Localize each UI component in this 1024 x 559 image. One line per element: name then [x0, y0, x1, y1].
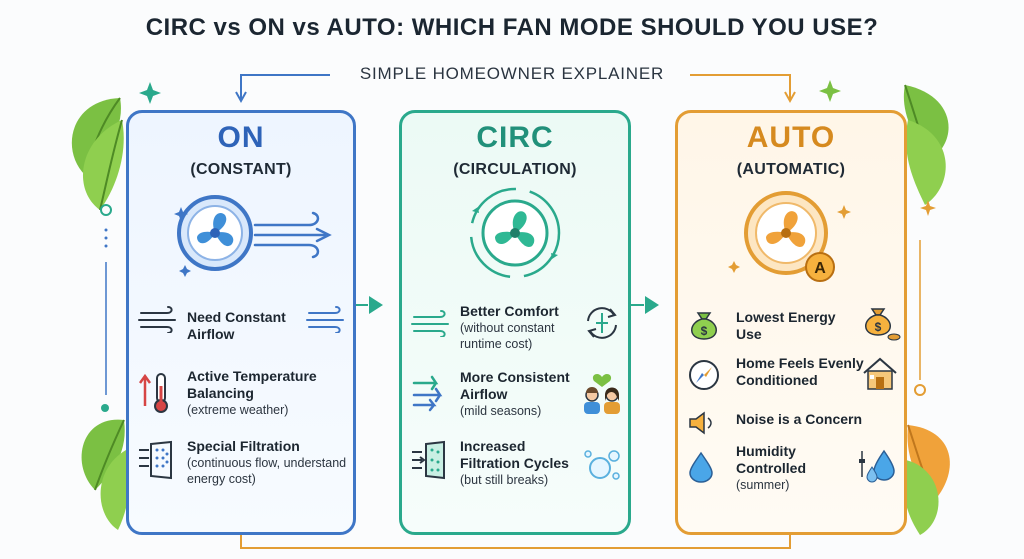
item-title: More Consistent Airflow — [460, 369, 570, 402]
compass-icon — [689, 360, 719, 390]
sparkle-icon — [819, 80, 841, 102]
mode-subtitle: (AUTOMATIC) — [736, 161, 846, 178]
wind-icon — [411, 310, 449, 337]
item-detail: (without constant runtime cost) — [460, 321, 555, 351]
sparkle-icon — [139, 82, 161, 104]
droplet-icon — [689, 451, 713, 483]
mode-title: CIRC — [476, 121, 554, 154]
item-title: Active Temperature Balancing — [187, 368, 317, 401]
svg-text:A: A — [814, 260, 826, 277]
item-title: Home Feels Evenly Conditioned — [736, 355, 864, 388]
mode-subtitle: (CONSTANT) — [190, 161, 292, 178]
dot-icon — [100, 204, 112, 216]
item-detail: (but still breaks) — [460, 473, 549, 487]
leaf-icon — [100, 450, 130, 530]
svg-text:$: $ — [875, 320, 882, 334]
card-on: ON (CONSTANT) Need Constant Airflow — [126, 110, 356, 535]
dot-icon — [104, 236, 108, 240]
droplets-icon — [859, 449, 895, 483]
card-circ: CIRC (CIRCULATION) Better Comfort (witho… — [399, 110, 631, 535]
leaf-icon — [82, 119, 124, 211]
card-auto: AUTO (AUTOMATIC) A $ Lowest Energy Use $ — [675, 110, 907, 535]
house-icon — [863, 357, 897, 390]
next-arrow-icon — [369, 296, 383, 314]
svg-text:$: $ — [701, 324, 708, 338]
sparkle-icon — [920, 200, 936, 216]
page-subtitle: SIMPLE HOMEOWNER EXPLAINER — [359, 64, 665, 83]
page-title: CIRC vs ON vs AUTO: WHICH FAN MODE SHOUL… — [145, 14, 879, 41]
money-bag-icon: $ — [691, 312, 717, 340]
dot-icon — [104, 228, 108, 232]
leaf-icon — [81, 419, 125, 491]
leaf-icon — [905, 120, 946, 205]
item-detail: (summer) — [736, 478, 790, 492]
connector-arrow — [240, 74, 330, 100]
leaf-icon — [903, 460, 939, 535]
dot-icon — [104, 244, 108, 248]
mode-title: ON — [217, 121, 265, 154]
mode-title: AUTO — [746, 121, 836, 154]
money-bag-icon: $ — [865, 308, 901, 341]
mode-subtitle: (CIRCULATION) — [453, 161, 577, 178]
item-title: Noise is a Concern — [736, 411, 863, 427]
item-title: Humidity Controlled — [736, 443, 806, 476]
cycle-icon — [587, 307, 617, 339]
airflow-arrows-icon — [412, 375, 443, 412]
filter-icon — [139, 440, 172, 480]
wind-icon — [306, 306, 344, 333]
item-detail: (extreme weather) — [187, 403, 289, 417]
fan-cycle-icon — [469, 187, 561, 279]
next-arrow-icon — [645, 296, 659, 314]
item-detail: (mild seasons) — [460, 404, 542, 418]
dot-icon — [101, 404, 109, 412]
filter-icon — [412, 440, 445, 480]
connector-line — [240, 535, 791, 549]
item-title: Lowest Energy Use — [736, 309, 836, 342]
dot-icon — [914, 384, 926, 396]
bubbles-icon — [584, 450, 620, 480]
family-icon — [584, 374, 620, 414]
item-detail: (continuous flow, understand energy cost… — [187, 456, 347, 486]
item-title: Need Constant Airflow — [187, 309, 286, 342]
thermometer-icon — [138, 373, 168, 413]
connector-arrow — [690, 74, 791, 100]
item-title: Better Comfort — [460, 303, 559, 319]
fan-wind-icon — [174, 195, 332, 277]
wind-icon — [138, 306, 176, 333]
item-title: Special Filtration — [187, 438, 300, 454]
speaker-icon — [689, 411, 712, 435]
item-title: Increased Filtration Cycles — [460, 438, 569, 471]
fan-auto-icon: A — [728, 191, 851, 282]
